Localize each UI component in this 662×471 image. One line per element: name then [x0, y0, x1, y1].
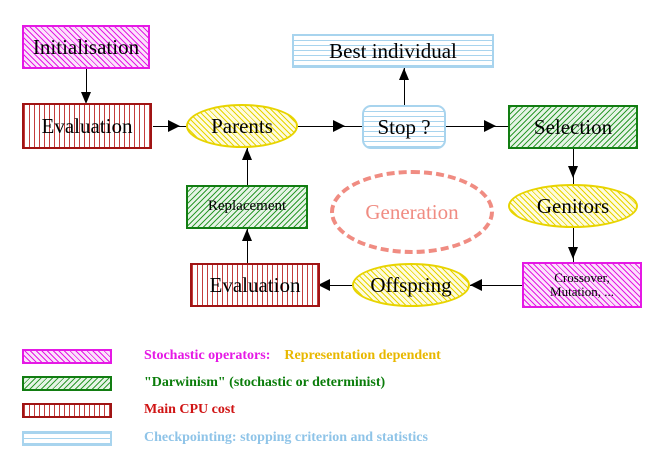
node-selection[interactable]: Selection: [508, 105, 638, 149]
node-genitors[interactable]: Genitors: [508, 184, 638, 228]
node-offspring[interactable]: Offspring: [352, 263, 470, 307]
generation-label: Generation: [365, 199, 459, 224]
legend-label-representation-dependent: Representation dependent: [284, 348, 441, 363]
connector-stop-to-best-individual: [404, 68, 405, 106]
arrowhead-selection-to-genitors: [568, 166, 578, 178]
legend-label-main-cpu-cost: Main CPU cost: [144, 402, 235, 417]
selection-label: Selection: [533, 114, 613, 139]
node-evaluation-bottom[interactable]: Evaluation: [190, 263, 320, 307]
legend-row-checkpointing: Checkpointing: stopping criterion and st…: [22, 430, 428, 446]
connector-replacement-to-parents: [247, 148, 248, 186]
legend-row-cpu-cost: Main CPU cost: [22, 402, 235, 418]
offspring-label: Offspring: [370, 272, 452, 297]
legend-swatch-blue-horizontal-hatch-icon: [22, 430, 112, 446]
initialisation-label: Initialisation: [32, 34, 140, 59]
node-initialisation[interactable]: Initialisation: [22, 25, 150, 69]
arrowhead-evaluation-to-replacement: [242, 229, 252, 241]
replacement-label: Replacement: [207, 198, 287, 215]
generation-ellipse: Generation: [330, 170, 494, 254]
crossover-label-line1: Crossover,: [554, 270, 610, 286]
arrowhead-replacement-to-parents: [242, 148, 252, 160]
connector-parents-to-stop: [298, 126, 364, 127]
connector-stop-to-selection: [444, 126, 512, 127]
arrowhead-crossover-to-offspring: [470, 279, 482, 291]
legend-label-darwinism: "Darwinism" (stochastic or determinist): [144, 375, 386, 390]
arrowhead-evaluation-to-parents: [168, 120, 180, 132]
genitors-label: Genitors: [536, 193, 610, 218]
evaluation-bottom-label: Evaluation: [209, 272, 301, 297]
connector-evaluation-to-replacement: [247, 229, 248, 267]
arrowhead-stop-to-selection: [484, 120, 496, 132]
legend-row-stochastic: Stochastic operators: Representation depe…: [22, 348, 441, 364]
crossover-label-line2: Mutation, ...: [550, 284, 614, 299]
node-replacement[interactable]: Replacement: [186, 185, 308, 229]
parents-label: Parents: [211, 113, 273, 138]
arrowhead-parents-to-stop: [333, 120, 345, 132]
legend-swatch-red-vertical-hatch-icon: [22, 402, 112, 418]
arrowhead-stop-to-best-individual: [399, 68, 409, 80]
legend-swatch-magenta-diagonal-hatch-icon: [22, 348, 112, 364]
legend-label-checkpointing: Checkpointing: stopping criterion and st…: [144, 430, 428, 445]
arrowhead-initialisation-to-evaluation: [81, 92, 91, 104]
connector-offspring-to-evaluation: [318, 285, 370, 286]
connector-initialisation-to-evaluation: [86, 69, 87, 101]
legend-text-group-stochastic: Stochastic operators: Representation depe…: [144, 348, 441, 364]
node-evaluation-top[interactable]: Evaluation: [22, 103, 152, 149]
legend-swatch-green-diagonal-hatch-icon: [22, 375, 112, 391]
arrowhead-genitors-to-crossover: [568, 247, 578, 259]
node-parents[interactable]: Parents: [186, 104, 298, 148]
legend-row-darwinism: "Darwinism" (stochastic or determinist): [22, 375, 385, 391]
legend-label-stochastic-operators: Stochastic operators:: [144, 348, 271, 363]
stop-label: Stop ?: [377, 114, 431, 139]
node-best-individual[interactable]: Best individual: [292, 34, 494, 68]
evaluation-top-label: Evaluation: [41, 113, 133, 138]
node-stop[interactable]: Stop ?: [362, 105, 446, 149]
node-crossover-mutation[interactable]: Crossover, Mutation, ...: [522, 262, 642, 308]
arrowhead-offspring-to-evaluation: [318, 279, 330, 291]
connector-crossover-to-offspring: [470, 285, 522, 286]
best-individual-label: Best individual: [329, 38, 457, 63]
connector-genitors-to-crossover: [573, 228, 574, 262]
